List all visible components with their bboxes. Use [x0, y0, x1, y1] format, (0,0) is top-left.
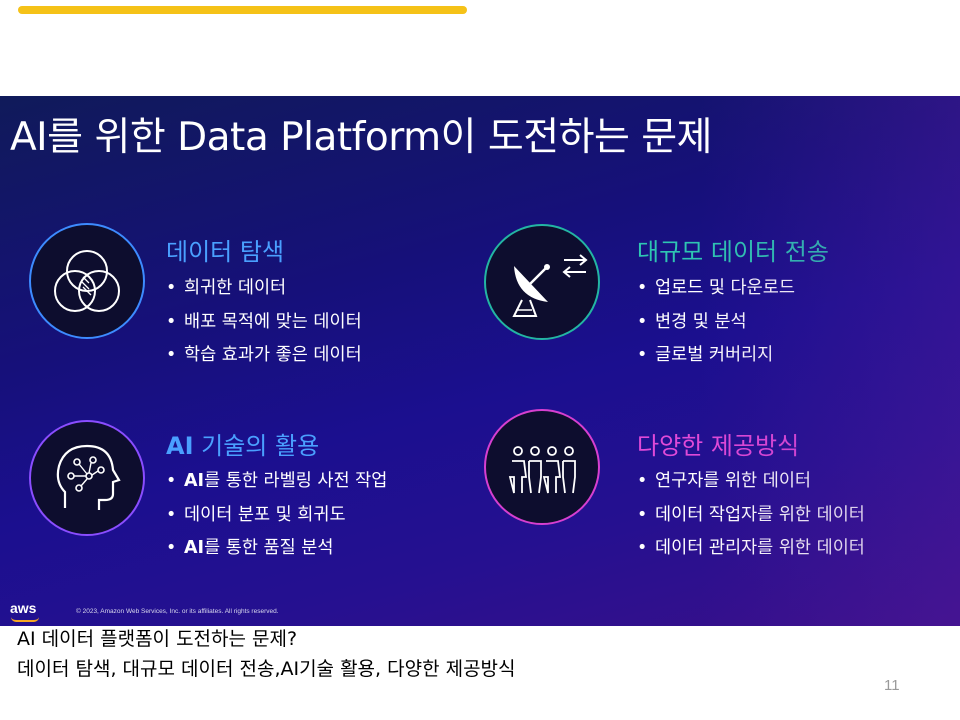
delivery-methods-circle	[484, 409, 600, 525]
accent-bar	[18, 6, 467, 14]
data-transfer-heading: 대규모 데이터 전송	[637, 238, 829, 266]
slide-title: AI를 위한 Data Platform이 도전하는 문제	[10, 115, 713, 160]
ai-prefix: AI	[166, 432, 194, 460]
list-item: AI를 통한 품질 분석	[166, 536, 387, 570]
list-item: 학습 효과가 좋은 데이터	[166, 343, 362, 377]
list-item: 희귀한 데이터	[166, 276, 362, 310]
page-number: 11	[884, 677, 900, 694]
list-item: 데이터 작업자를 위한 데이터	[637, 503, 865, 537]
list-item: 글로벌 커버리지	[637, 343, 795, 377]
ai-usage-circle	[29, 420, 145, 536]
ai-usage-heading: AI 기술의 활용	[166, 426, 319, 461]
ai-prefix: AI	[184, 538, 205, 558]
copyright-text: © 2023, Amazon Web Services, Inc. or its…	[76, 608, 279, 615]
list-item: 연구자를 위한 데이터	[637, 469, 865, 503]
speaker-note-line-2: 데이터 탐색, 대규모 데이터 전송,AI기술 활용, 다양한 제공방식	[17, 658, 516, 680]
satellite-dish-transfer-icon	[512, 254, 588, 317]
list-item: AI를 통한 라벨링 사전 작업	[166, 469, 387, 503]
list-item: 데이터 분포 및 희귀도	[166, 503, 387, 537]
list-item: 업로드 및 다운로드	[637, 276, 795, 310]
delivery-methods-heading: 다양한 제공방식	[637, 432, 800, 460]
list-item-text: 를 통한 라벨링 사전 작업	[204, 471, 388, 491]
list-item-text: 를 통한 품질 분석	[204, 538, 334, 558]
speaker-note-line-1: AI 데이터 플랫폼이 도전하는 문제?	[17, 628, 298, 650]
data-exploration-heading: 데이터 탐색	[166, 238, 285, 266]
list-item: 배포 목적에 맞는 데이터	[166, 310, 362, 344]
people-group-icon	[508, 446, 576, 494]
list-item: 데이터 관리자를 위한 데이터	[637, 536, 865, 570]
data-transfer-list: 업로드 및 다운로드 변경 및 분석 글로벌 커버리지	[637, 276, 795, 377]
list-item-text: 데이터 분포 및 희귀도	[184, 504, 346, 525]
data-exploration-list: 희귀한 데이터 배포 목적에 맞는 데이터 학습 효과가 좋은 데이터	[166, 276, 362, 377]
venn-diagram-icon	[54, 250, 120, 312]
ai-prefix: AI	[184, 471, 205, 491]
data-exploration-circle	[29, 223, 145, 339]
list-item: 변경 및 분석	[637, 310, 795, 344]
aws-smile-icon	[11, 617, 39, 622]
ai-usage-list: AI를 통한 라벨링 사전 작업 데이터 분포 및 희귀도 AI를 통한 품질 …	[166, 469, 387, 570]
ai-head-icon	[56, 444, 121, 510]
slide: AI를 위한 Data Platform이 도전하는 문제 데이터 탐색 희귀한…	[0, 96, 960, 626]
data-transfer-circle	[484, 224, 600, 340]
delivery-methods-list: 연구자를 위한 데이터 데이터 작업자를 위한 데이터 데이터 관리자를 위한 …	[637, 469, 865, 570]
ai-usage-heading-text: 기술의 활용	[193, 432, 320, 460]
aws-logo: aws	[10, 600, 37, 616]
